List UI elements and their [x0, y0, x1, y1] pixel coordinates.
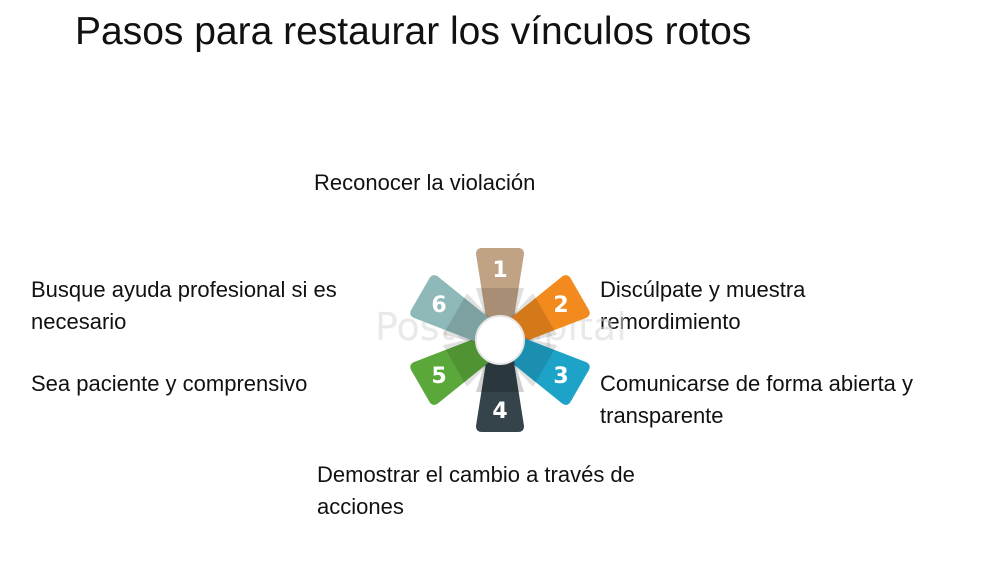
step-1-label: Reconocer la violación [314, 170, 536, 195]
center-circle [475, 315, 525, 365]
page-title: Pasos para restaurar los vínculos rotos [75, 10, 752, 53]
petal-number-1: 1 [492, 258, 507, 283]
step-6-label: Busque ayuda profesional si es necesario [31, 277, 337, 334]
step-3-label: Comunicarse de forma abierta y transpare… [600, 371, 914, 428]
petal-4 [476, 356, 524, 432]
petal-number-4: 4 [492, 399, 507, 424]
petal-number-6: 6 [431, 293, 446, 318]
step-2-label: Discúlpate y muestra remordimiento [600, 277, 806, 334]
step-5-label: Sea paciente y comprensivo [31, 371, 308, 396]
step-4-label: Demostrar el cambio a través de acciones [317, 462, 635, 519]
petal-number-5: 5 [431, 364, 446, 389]
six-step-flower-graphic: PosterCapital 1 2 3 4 5 6 [375, 248, 627, 432]
petal-number-3: 3 [553, 364, 568, 389]
petal-number-2: 2 [553, 293, 568, 318]
petal-1 [476, 248, 524, 324]
